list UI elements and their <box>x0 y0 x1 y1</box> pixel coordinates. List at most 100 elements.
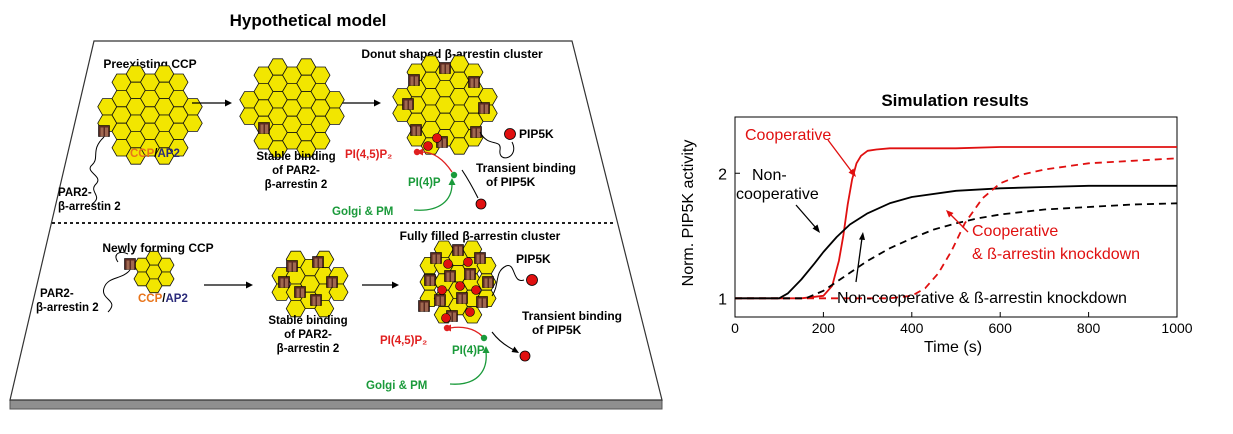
label-noncoop-line2: cooperative <box>736 186 819 203</box>
plot-frame <box>734 116 1178 318</box>
simulation-panel: Simulation results Norm. PIP5K activity … <box>680 91 1193 356</box>
transient-binding-top-line2: of PIP5K <box>486 175 536 189</box>
stable-binding-bottom-line3: β-arrestin 2 <box>277 343 340 355</box>
pip5k-released-top <box>475 198 487 210</box>
ccp-ap2-label-bottom: CCP/AP2 <box>138 293 188 305</box>
pip5k-label-top: PIP5K <box>519 127 554 141</box>
pointer-cooperative <box>827 139 853 173</box>
pip5k-release-arrow-bottom <box>491 331 515 351</box>
ccp-lattice-stable <box>239 58 345 158</box>
axis-ticks: 0 200 400 600 800 1000 1 2 <box>718 166 1193 336</box>
pip5k-label-bottom: PIP5K <box>516 252 551 266</box>
stable-binding-top-line3: β-arrestin 2 <box>265 179 328 191</box>
pointer-noncoop-kd <box>855 237 863 283</box>
newly-par2-tail <box>103 269 131 313</box>
pointer-cooperative-head <box>848 168 856 177</box>
membrane-plane-shadow <box>9 399 663 410</box>
series-line-3 <box>735 157 1178 300</box>
arrowhead-top-1 <box>225 99 232 107</box>
label-cooperative: Cooperative <box>745 127 831 144</box>
golgi-pm-label-top: Golgi & PM <box>332 206 393 218</box>
top-row: Preexisting CCP Donut shaped β-arrestin … <box>58 47 576 218</box>
par2-tail <box>89 136 105 205</box>
newly-receptor-motion <box>115 251 129 263</box>
transient-binding-bottom-line2: of PIP5K <box>532 323 582 337</box>
preexisting-ccp-label: Preexisting CCP <box>103 57 196 71</box>
pi45p2-head-bottom <box>443 324 451 332</box>
filled-pip5k-bound <box>437 257 481 323</box>
pip5k-tether-bottom <box>491 265 525 297</box>
x-tick-label: 400 <box>900 320 924 336</box>
pointer-coop-kd <box>949 213 969 233</box>
series-line-2 <box>735 184 1177 300</box>
golgi-pm-label-bottom: Golgi & PM <box>366 380 427 392</box>
pointer-noncoop-kd-head <box>859 232 865 240</box>
x-tick-label: 600 <box>989 320 1013 336</box>
par2-receptor-icon <box>98 125 110 137</box>
simulation-title: Simulation results <box>881 91 1028 110</box>
filled-cluster-label: Fully filled β-arrestin cluster <box>400 229 561 243</box>
pip5k-release-arrow-top <box>461 169 479 199</box>
pi4p-head-top <box>450 171 458 179</box>
pi4p-label-bottom: PI(4)P <box>452 345 485 357</box>
par2-label-bottom-line2: β-arrestin 2 <box>36 302 99 314</box>
pointer-noncoop-head <box>812 224 820 233</box>
x-tick-label: 200 <box>812 320 836 336</box>
x-tick-label: 0 <box>731 320 739 336</box>
stable-binding-bottom-line2: of PAR2- <box>284 329 332 341</box>
label-coop-kd-line2: & ß-arrestin knockdown <box>972 246 1140 263</box>
pip5k-bound-top <box>432 133 442 143</box>
model-title: Hypothetical model <box>230 11 387 30</box>
hypothetical-model-panel: Hypothetical model Preexisting CCP Donut… <box>9 11 663 410</box>
pi45p2-label-bottom: PI(4,5)P₂ <box>380 335 427 347</box>
y-tick-label: 2 <box>718 166 727 183</box>
pi4p-head-bottom <box>480 334 488 342</box>
golgi-to-pi4p-arrow-bottom <box>449 351 487 385</box>
transient-binding-bottom-line1: Transient binding <box>522 309 622 323</box>
x-tick-label: 800 <box>1077 320 1101 336</box>
golgi-to-pi4p-arrow-top <box>413 183 453 211</box>
stable-binding-bottom-line1: Stable binding <box>268 315 347 327</box>
label-coop-kd-line1: Cooperative <box>972 223 1058 240</box>
stable-binding-top-line1: Stable binding <box>256 151 335 163</box>
series-line-4 <box>735 202 1178 300</box>
stable-receptor-icon <box>258 122 270 134</box>
newly-forming-ccp-label: Newly forming CCP <box>102 241 213 255</box>
par2-label-line1: PAR2- <box>58 187 92 199</box>
plot-series <box>735 146 1178 300</box>
pi45p2-head-top <box>413 148 421 156</box>
pi4p-to-pi45-arrow-top <box>421 151 453 173</box>
pi4p-to-pi45-arrow-bottom <box>449 326 483 337</box>
pip5k-released-bottom <box>519 350 531 362</box>
bottom-row: Newly forming CCP Fully filled β-arresti… <box>36 229 622 392</box>
donut-cluster-label: Donut shaped β-arrestin cluster <box>361 47 543 61</box>
series-line-1 <box>735 146 1177 300</box>
pip5k-bound-top-2 <box>423 141 433 151</box>
y-axis-label: Norm. PIP5K activity <box>680 140 697 287</box>
par2-label-bottom-line1: PAR2- <box>40 288 74 300</box>
newly-receptor-icon <box>124 258 136 270</box>
golgi-arrowhead-top <box>448 178 456 185</box>
pointer-noncoop <box>795 204 817 229</box>
golgi-arrowhead-bottom <box>482 346 490 353</box>
label-noncoop-line1: Non- <box>752 167 787 184</box>
pi45p2-label-top: PI(4,5)P₂ <box>345 149 392 161</box>
pip5k-free-bottom <box>526 274 538 286</box>
transient-binding-top-line1: Transient binding <box>476 161 576 175</box>
x-axis-label: Time (s) <box>924 339 982 356</box>
ccp-ap2-label: CCP/AP2 <box>130 148 180 160</box>
arrowhead-top-2 <box>374 99 381 107</box>
pip5k-free-top <box>504 128 516 140</box>
arrowhead-bottom-1 <box>246 281 253 289</box>
pi4p-label-top: PI(4)P <box>408 177 441 189</box>
stable-binding-top-line2: of PAR2- <box>272 165 320 177</box>
pip5k-release-arrowhead-bottom <box>511 346 519 353</box>
pointer-coop-kd-head <box>946 210 954 218</box>
y-tick-label: 1 <box>718 291 727 308</box>
x-tick-label: 1000 <box>1161 320 1192 336</box>
pip5k-tether-top <box>479 131 515 159</box>
par2-label-line2: β-arrestin 2 <box>58 201 121 213</box>
label-noncoop-kd: Non-cooperative & ß-arrestin knockdown <box>837 290 1127 307</box>
arrowhead-bottom-2 <box>392 281 399 289</box>
